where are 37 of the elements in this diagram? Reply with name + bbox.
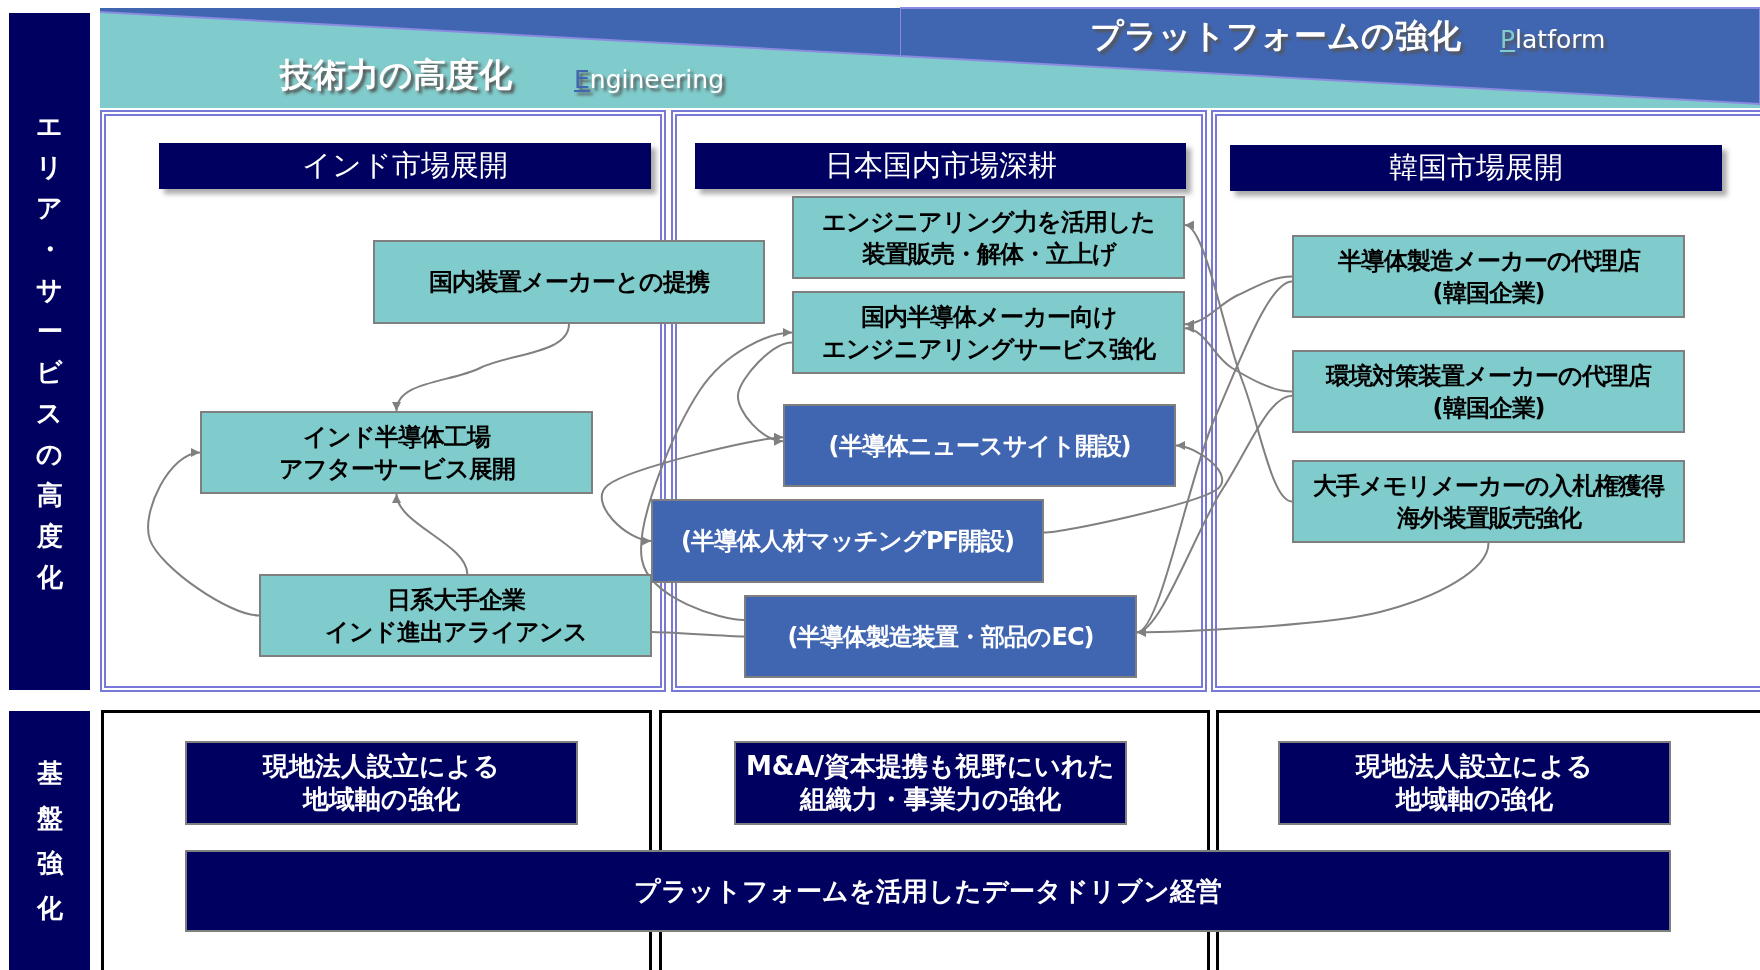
service-box: (半導体製造装置・部品のEC) [744, 595, 1137, 678]
arrow [640, 328, 793, 621]
process-box: 半導体製造メーカーの代理店(韓国企業) [1292, 235, 1685, 318]
foundation-box: M&A/資本提携も視野にいれた組織力・事業力の強化 [734, 741, 1127, 825]
banner [900, 6, 1760, 106]
category-bar: エリア・サービスの高度化 [9, 13, 90, 690]
connector-line [651, 631, 745, 638]
arrow [737, 341, 793, 445]
service-box: (半導体ニュースサイト開設) [783, 404, 1176, 487]
arrow [1136, 542, 1490, 637]
service-box: (半導体人材マッチングPF開設) [651, 499, 1044, 583]
process-box: 日系大手企業インド進出アライアンス [259, 574, 652, 657]
process-box: 大手メモリメーカーの入札権獲得海外装置販売強化 [1292, 460, 1685, 543]
arrow [393, 323, 570, 412]
column-header: 韓国市場展開 [1230, 145, 1722, 191]
banner-subtitle: Platform [1500, 25, 1606, 54]
foundation-box: プラットフォームを活用したデータドリブン経営 [185, 850, 1671, 932]
arrow [1184, 224, 1293, 503]
process-box: 国内半導体メーカー向けエンジニアリングサービス強化 [792, 291, 1185, 374]
process-box: 環境対策装置メーカーの代理店(韓国企業) [1292, 350, 1685, 433]
banner-subtitle: Engineering [574, 65, 724, 94]
arrow [600, 433, 784, 545]
banner-title: 技術力の高度化 [280, 54, 512, 96]
category-bar: 基盤強化 [9, 711, 90, 970]
process-box: 国内装置メーカーとの提携 [373, 240, 765, 324]
foundation-box: 現地法人設立による地域軸の強化 [1278, 741, 1671, 825]
foundation-box: 現地法人設立による地域軸の強化 [185, 741, 578, 825]
arrow [1184, 275, 1293, 328]
arrow [393, 493, 469, 575]
process-box: エンジニアリング力を活用した装置販売・解体・立上げ [792, 196, 1185, 279]
banner-title: プラットフォームの強化 [1090, 15, 1461, 57]
arrow [1184, 324, 1293, 393]
column-header: 日本国内市場深耕 [695, 143, 1186, 189]
column-header: インド市場展開 [159, 143, 651, 189]
arrow [1043, 442, 1224, 534]
process-box: インド半導体工場アフターサービス展開 [200, 411, 593, 494]
arrow [147, 449, 260, 617]
